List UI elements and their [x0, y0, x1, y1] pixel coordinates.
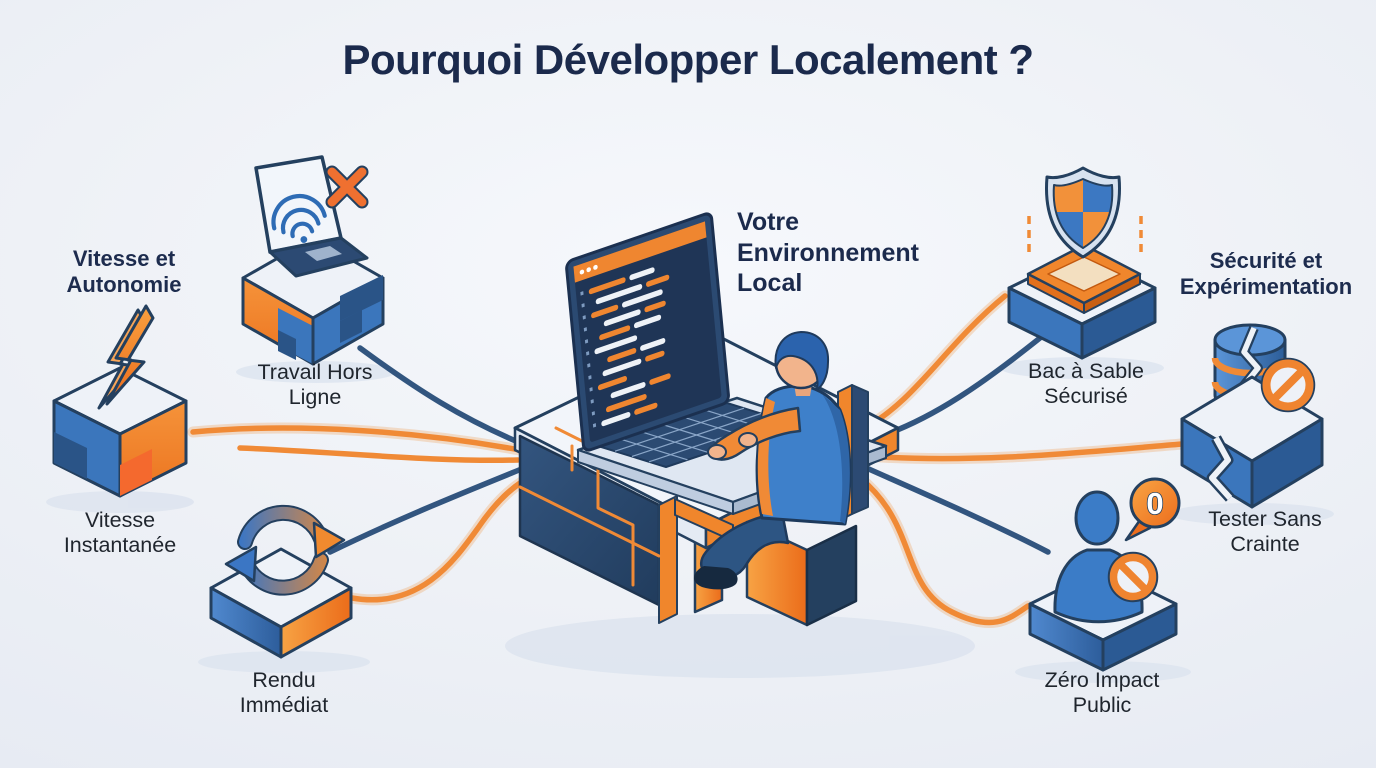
floor-shadows	[46, 357, 1334, 683]
developer-hand-2	[738, 432, 758, 448]
connector-desk-user-a	[859, 463, 1051, 555]
local-environment-scene	[513, 212, 900, 627]
label-bac-a-sable: Bac à Sable Sécurisé	[1028, 359, 1144, 409]
label-tester-sans-crainte: Tester Sans Crainte	[1208, 507, 1322, 557]
offline-laptop-icon	[241, 155, 385, 366]
cabinet-orange-strip	[658, 495, 678, 624]
no-connection-x-icon	[325, 165, 369, 209]
code-lines	[588, 267, 671, 427]
laptop-screen	[565, 212, 730, 452]
left-section-header: Vitesse et Autonomie	[66, 246, 182, 297]
stool-side	[805, 524, 858, 627]
prohibition-icon	[1107, 551, 1159, 603]
bolt-front	[105, 304, 155, 406]
platform-right	[1101, 602, 1178, 672]
connector-speed-desk	[190, 425, 523, 453]
refresh-arc-top	[239, 506, 327, 548]
shield-sandbox-icon	[1007, 166, 1157, 360]
prohibition-icon	[1260, 357, 1316, 413]
connector-render-desk-a	[327, 465, 527, 555]
refresh-arrowhead-blue	[224, 545, 258, 583]
user-head	[1074, 490, 1120, 546]
connector-speed-desk-2	[237, 445, 521, 463]
connector-desk-user-b	[857, 475, 1031, 626]
developer-shoe	[693, 566, 738, 590]
connector-render-desk-b	[349, 473, 535, 603]
platform-right	[279, 586, 353, 659]
zero-text: 0	[1146, 486, 1163, 521]
label-rendu-immediat: Rendu Immédiat	[239, 668, 329, 718]
sandbox-sand	[1047, 256, 1121, 292]
connector-desk-sandbox-a	[861, 293, 1008, 431]
developer-hand	[707, 444, 727, 460]
right-section-header: Sécurité et Expérimentation	[1179, 248, 1353, 299]
refresh-arrows-icon	[209, 504, 353, 659]
platform-right	[1080, 286, 1157, 360]
wifi-icon	[271, 194, 327, 243]
cube-right-face	[1250, 417, 1324, 509]
connector-offline-desk	[357, 345, 521, 445]
label-vitesse-instantanee: Vitesse Instantanée	[63, 508, 177, 558]
lightning-bolt-icon	[52, 304, 188, 498]
developer-hair	[774, 331, 830, 391]
broken-database-icon	[1180, 323, 1324, 509]
connector-desk-database	[863, 441, 1185, 462]
zero-speech-bubble: 0	[1124, 477, 1181, 542]
label-zero-impact: Zéro Impact Public	[1044, 668, 1160, 718]
page-title: Pourquoi Développer Localement ?	[342, 36, 1034, 83]
chair-back-navy	[851, 384, 869, 515]
label-travail-hors-ligne: Travail Hors Ligne	[257, 360, 373, 410]
user-blocked-icon: 0	[1028, 477, 1181, 672]
editor-titlebar	[573, 221, 707, 283]
refresh-arrowhead-orange	[312, 521, 346, 559]
center-label: Votre Environnement Local	[737, 208, 919, 297]
dashed-guides	[1027, 216, 1143, 258]
